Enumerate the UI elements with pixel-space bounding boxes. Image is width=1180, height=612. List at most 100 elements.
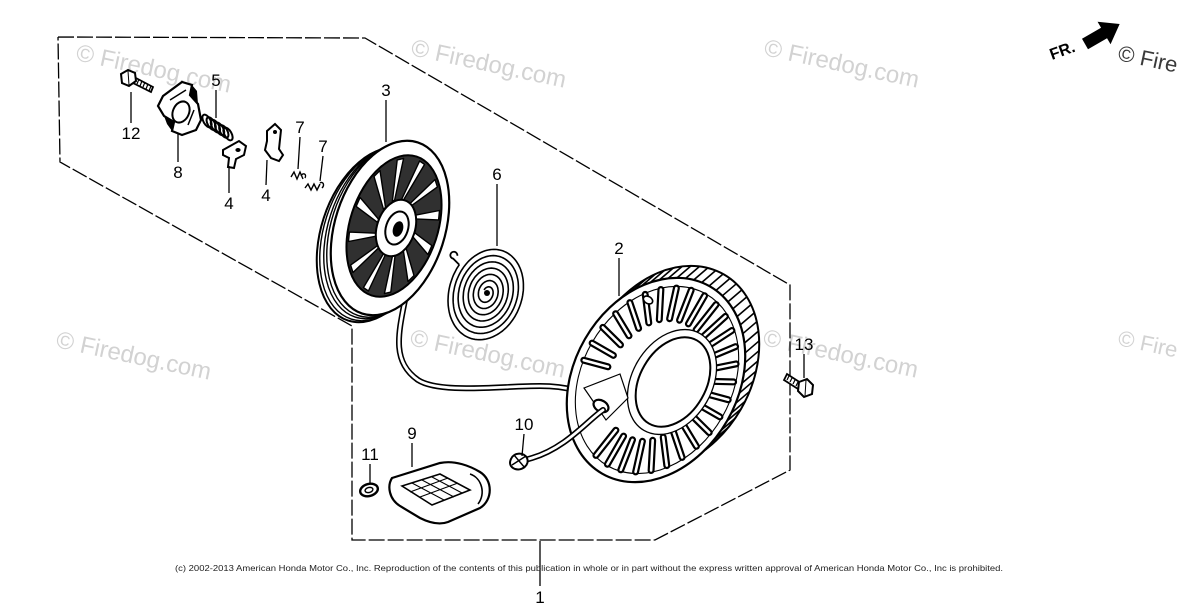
leader-7b (319, 155, 324, 182)
callout-4b: 4 (261, 186, 270, 205)
housing-vent-slot-inner (668, 286, 678, 321)
front-arrow-icon (1082, 21, 1120, 50)
callout-6: 6 (492, 165, 501, 184)
callout-1: 1 (535, 588, 544, 607)
handle-grip-lines (409, 476, 463, 501)
direction-marker: FR. (1048, 21, 1120, 64)
part-10-rope-knot (509, 452, 529, 471)
housing-mark-hole (642, 295, 654, 305)
watermark-text: © Fire (1116, 40, 1180, 77)
callout-13: 13 (795, 335, 814, 354)
copyright-notice: (c) 2002-2013 American Honda Motor Co., … (175, 563, 1003, 573)
housing-rim-rib (736, 303, 752, 318)
bolt-threads (786, 375, 799, 387)
housing-rim-rib (744, 350, 760, 364)
housing-center-hole (634, 336, 712, 428)
leader-4b (265, 159, 268, 186)
pawl-body (263, 122, 285, 163)
watermark-text: © Firedog.com (409, 34, 569, 93)
housing-rim-rib (693, 267, 709, 281)
housing-rim-rib (741, 370, 757, 384)
housing-rim-rib (701, 269, 717, 284)
plate-shade (164, 85, 198, 131)
housing-vent-slot-inner (657, 288, 663, 322)
housing-rim-rib (739, 312, 755, 326)
housing-rim-rib (727, 289, 743, 303)
housing-rim-rib (676, 265, 692, 279)
housing-rim-rib (743, 330, 759, 344)
housing-rim-rib (685, 265, 701, 280)
callout-7a: 7 (295, 118, 304, 137)
pawl-hole (273, 130, 277, 134)
callout-4a: 4 (224, 194, 233, 213)
callout-labels: 12 8 5 4 4 7 7 3 6 2 13 10 9 11 1 (122, 71, 814, 607)
housing-vent-slot-inner (694, 303, 718, 332)
housing-vent-slot-inner (590, 341, 615, 357)
washer-inner (364, 486, 374, 494)
callout-2: 2 (614, 239, 623, 258)
watermark-text: © Firedog.com (761, 324, 921, 383)
rope-core (516, 408, 605, 464)
housing-vent-slot-inner (681, 422, 698, 448)
leader-7a (297, 136, 301, 170)
part-3-pulley (315, 139, 451, 324)
housing-vent-slot-inner (594, 428, 618, 457)
housing-vent-slot-inner (687, 294, 706, 326)
part-12-bolt (119, 68, 155, 94)
part-7-spring-a (290, 170, 307, 181)
part-11-washer (358, 482, 380, 498)
housing-rim-rib (730, 400, 746, 414)
washer-outer (358, 482, 380, 498)
bolt-head-edge (804, 379, 807, 397)
callout-5: 5 (211, 71, 220, 90)
leader-10 (521, 433, 525, 457)
watermark-text: © Firedog.com (74, 39, 234, 98)
part-5-spring (201, 113, 234, 142)
pulley-spokes (347, 157, 441, 295)
housing-vent-slot-inner (601, 326, 622, 347)
watermark-text: © Firedog.com (408, 324, 568, 383)
spiral-outer-hook (449, 250, 460, 266)
pawl-body (222, 139, 248, 170)
callout-3: 3 (381, 81, 390, 100)
callout-9: 9 (407, 424, 416, 443)
watermark-text: © Fire (1116, 325, 1180, 362)
pulley-bore (392, 221, 404, 237)
housing-rim-rib (667, 265, 683, 280)
housing-vent-slot-inner (661, 435, 669, 467)
housing-rim-rib (708, 273, 724, 287)
coil-turn (222, 126, 234, 142)
housing-vent-slot-inner (614, 312, 631, 338)
bolt-threads (136, 78, 152, 92)
housing-rim-rib (732, 296, 748, 310)
callout-7b: 7 (318, 137, 327, 156)
housing-vent-slot-inner (582, 358, 610, 369)
housing-rim-rib (738, 380, 754, 394)
rope-to-handle (515, 407, 606, 465)
housing-rim-rib (649, 269, 665, 284)
housing-rim-rib (715, 277, 731, 292)
part-13-bolt (782, 372, 815, 399)
watermark-text: © Firedog.com (54, 326, 214, 385)
part-2-starter-housing (565, 264, 761, 484)
callout-10: 10 (515, 415, 534, 434)
part-7-spring-b (304, 181, 325, 192)
housing-rim-rib (658, 267, 674, 281)
plate-edges (169, 89, 195, 126)
part-8-friction-plate (156, 80, 203, 137)
housing-vent-slot-inner (634, 439, 644, 474)
part-4-pawl-b (263, 122, 285, 163)
housing-rim-rib (721, 283, 737, 297)
part-9-handle (388, 461, 491, 525)
housing-rim-rib (743, 360, 759, 374)
callout-11: 11 (361, 445, 379, 464)
housing-vent-slot-inner (619, 438, 634, 472)
assembly-outline (57, 36, 791, 541)
handle-grip-inset (400, 473, 472, 506)
housing-vent-slot-inner (628, 301, 640, 330)
housing-vent-slot-inner (700, 315, 727, 339)
callout-12: 12 (122, 124, 141, 143)
housing-rim-rib (744, 340, 760, 354)
spiral-coil (447, 248, 525, 341)
plate-center (171, 100, 191, 124)
